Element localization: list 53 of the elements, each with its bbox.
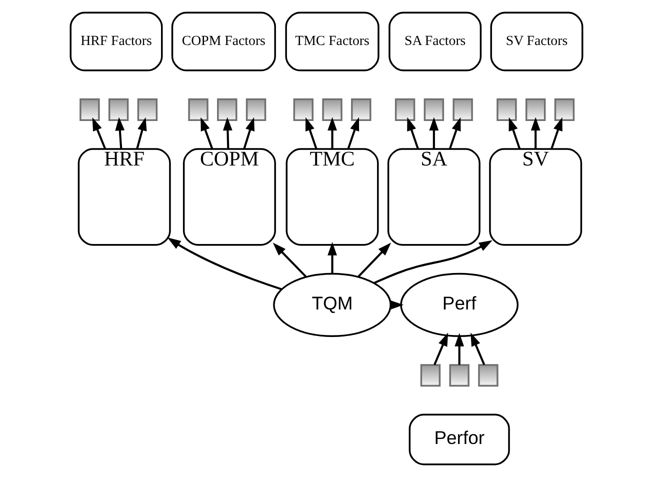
arrow [328, 242, 337, 274]
node-ellipse: Perf [400, 272, 519, 337]
node-box [394, 98, 416, 121]
arrow [243, 117, 254, 150]
node-box: Perfor [408, 414, 510, 466]
node-box [293, 98, 314, 121]
arrow [358, 242, 392, 278]
node-box: HRF [78, 148, 171, 246]
node-box [449, 364, 470, 387]
arrow [272, 242, 307, 278]
arrow [429, 117, 439, 149]
node-box: SA Factors [388, 12, 482, 72]
arrow [136, 117, 147, 150]
node-box: SA [387, 148, 480, 246]
node-box: TMC Factors [285, 12, 380, 72]
node-box: COPM [182, 148, 276, 246]
arrow [530, 117, 540, 149]
node-box [217, 98, 238, 121]
arrow [328, 117, 337, 149]
node-box [496, 98, 517, 121]
node-box [420, 364, 441, 387]
arrow [470, 332, 486, 366]
arrow [222, 117, 232, 149]
arrow [508, 117, 521, 150]
arrow [115, 117, 125, 149]
node-box [188, 98, 208, 121]
node-box [80, 98, 100, 121]
node-box [478, 364, 498, 387]
node-box [246, 98, 266, 121]
arrow [305, 117, 318, 150]
arrow [374, 240, 492, 284]
node-box [351, 98, 372, 121]
node-box [137, 98, 158, 121]
node-box [554, 98, 575, 121]
arrow [550, 117, 562, 150]
node-box [424, 98, 444, 121]
arrow [200, 117, 214, 150]
arrow [434, 332, 448, 366]
node-box [322, 98, 342, 121]
arrow [92, 117, 106, 150]
node-box [452, 98, 473, 121]
arrow [407, 117, 419, 150]
node-box: COPM Factors [171, 12, 276, 72]
node-box [108, 98, 129, 121]
node-box: SV [489, 148, 582, 246]
node-box: HRF Factors [70, 12, 163, 72]
node-box: TMC [286, 148, 379, 246]
arrow [448, 117, 461, 150]
arrow [347, 117, 360, 150]
node-box: SV Factors [490, 12, 584, 72]
arrow [167, 238, 282, 290]
node-box [525, 98, 546, 121]
arrow [454, 333, 464, 365]
